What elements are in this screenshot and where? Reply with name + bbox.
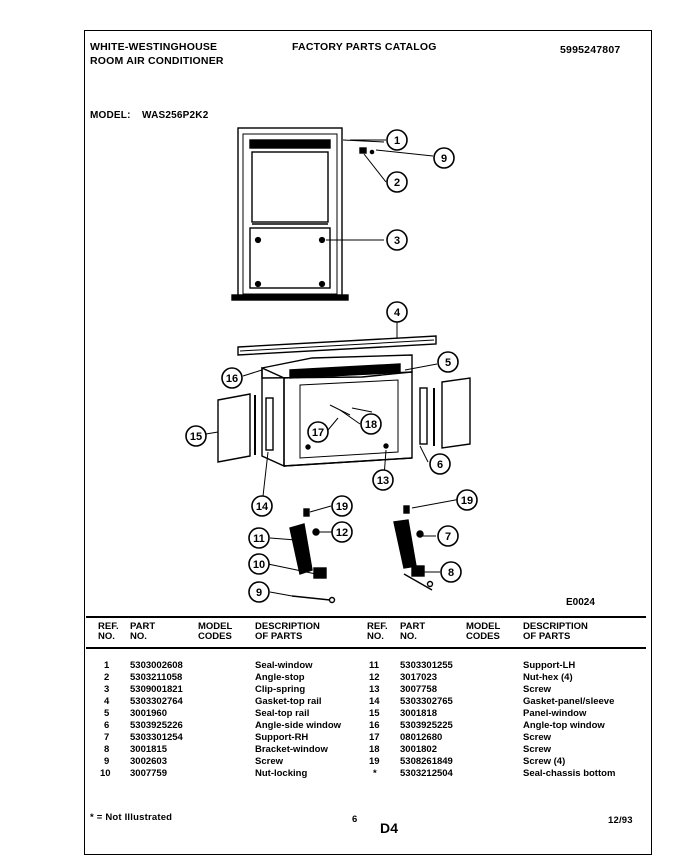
callout-16: 16 [221,367,243,389]
side-panel-right [419,377,471,449]
callout-13: 13 [372,469,394,491]
callout-4: 4 [386,301,408,323]
callout-9-top: 9 [433,147,455,169]
sleeve-chassis [261,354,413,468]
callout-19-left: 19 [331,495,353,517]
doc-number: 5995247807 [560,44,621,56]
svg-text:14: 14 [256,501,269,513]
svg-text:12: 12 [336,527,348,539]
table-top-rule [86,616,646,618]
svg-text:4: 4 [394,307,401,319]
svg-text:19: 19 [336,501,348,513]
svg-text:6: 6 [437,459,443,471]
header-desc-left: DESCRIPTION OF PARTS [255,621,320,642]
callout-8: 8 [440,561,462,583]
support-left [289,508,336,604]
callout-10: 10 [248,553,270,575]
diagram-code: E0024 [566,597,595,608]
callout-12: 12 [331,521,353,543]
svg-text:3: 3 [394,235,400,247]
svg-text:9: 9 [441,153,447,165]
callout-17: 17 [307,421,329,443]
callout-6: 6 [429,453,451,475]
svg-text:11: 11 [253,533,265,545]
header-ref-right: REF. NO. [367,621,388,642]
callout-5: 5 [437,351,459,373]
page-frame [84,30,652,855]
revision-date: 12/93 [608,815,633,826]
svg-text:13: 13 [377,475,389,487]
svg-text:17: 17 [312,427,324,439]
callout-1: 1 [386,129,408,151]
side-panel-left [217,393,274,463]
callout-15: 15 [185,425,207,447]
callout-9-bottom: 9 [248,581,270,603]
svg-text:9: 9 [256,587,262,599]
catalog-title: FACTORY PARTS CATALOG [292,41,437,53]
svg-text:7: 7 [445,531,451,543]
callout-18: 18 [360,413,382,435]
page-number: 6 [352,814,358,825]
header-model-left: MODEL CODES [198,621,233,642]
svg-text:8: 8 [448,567,454,579]
header-part-right: PART NO. [400,621,426,642]
model-value: WAS256P2K2 [142,110,209,121]
svg-text:1: 1 [394,135,400,147]
svg-text:10: 10 [253,559,265,571]
callout-19-right: 19 [456,489,478,511]
header-desc-right: DESCRIPTION OF PARTS [523,621,588,642]
footnote: * = Not Illustrated [90,812,173,823]
top-rail [237,335,437,356]
support-right [393,505,434,591]
exploded-parts-diagram: 1 2 3 4 5 6 7 8 9 9 10 11 12 13 14 15 16… [185,127,595,608]
model-label: MODEL: [90,110,131,121]
svg-text:16: 16 [226,373,238,385]
header-part-left: PART NO. [130,621,156,642]
svg-text:19: 19 [461,495,473,507]
product-name: ROOM AIR CONDITIONER [90,55,224,67]
callout-3: 3 [386,229,408,251]
window-panel [231,127,349,301]
callout-14: 14 [251,495,273,517]
callout-11: 11 [248,527,270,549]
table-header-rule [86,647,646,649]
callout-2: 2 [386,171,408,193]
svg-text:5: 5 [445,357,451,369]
header-model-right: MODEL CODES [466,621,501,642]
svg-text:18: 18 [365,419,377,431]
svg-text:15: 15 [190,431,202,443]
brand-name: WHITE-WESTINGHOUSE [90,41,218,53]
callout-7: 7 [437,525,459,547]
svg-text:2: 2 [394,177,400,189]
header-ref-left: REF. NO. [98,621,119,642]
section-code: D4 [380,820,399,836]
